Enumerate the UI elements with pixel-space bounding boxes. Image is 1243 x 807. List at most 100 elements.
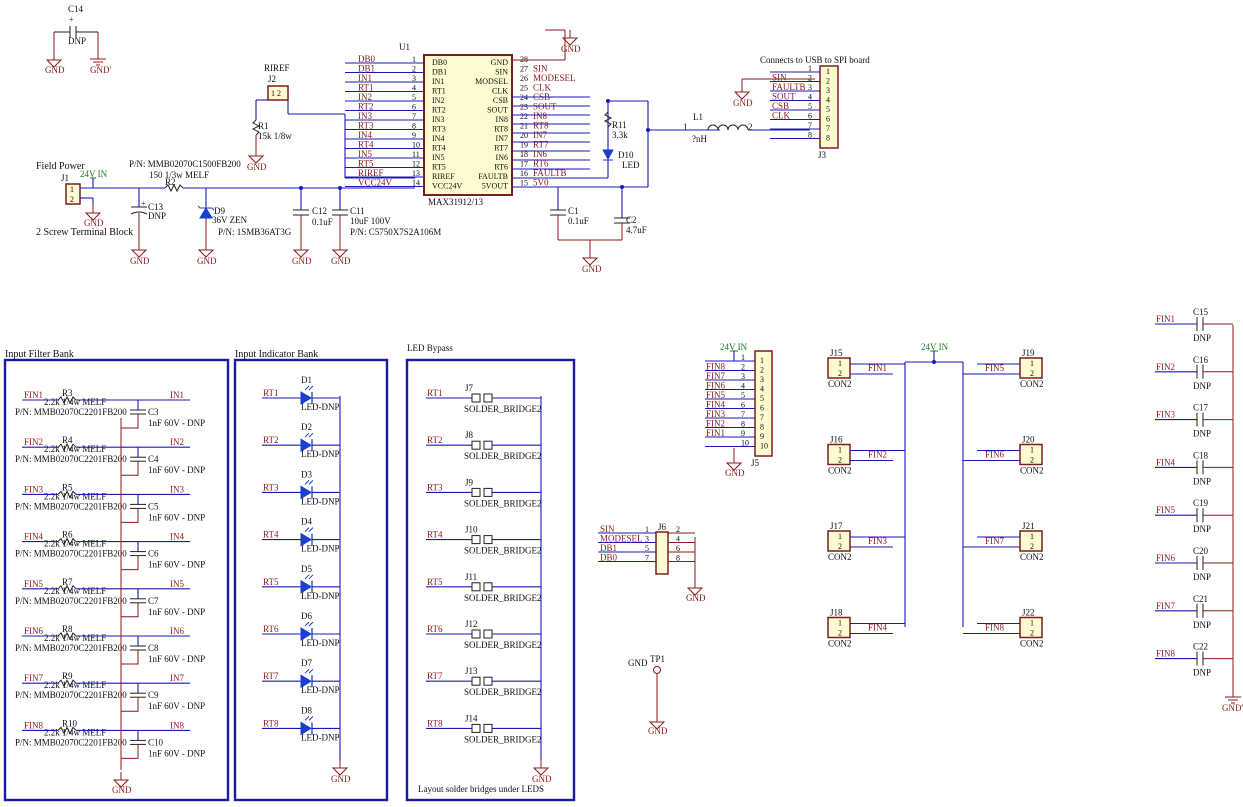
j5-pin-number: 4 (741, 382, 745, 391)
d9-group: GND D9 36V ZEN P/N: 1SMB36AT3G (197, 188, 292, 266)
r2-part-number: P/N: MMB02070C1500FB200 (129, 159, 241, 169)
j6-pin-number: 8 (676, 554, 680, 563)
net-24v-in: 24V IN (80, 169, 108, 179)
c13-group: + C13 DNP GND (130, 188, 166, 266)
u1-left-net: RT3 (358, 121, 374, 131)
cap-ref: C21 (1193, 594, 1208, 604)
j5-net: FIN1 (706, 428, 725, 438)
cap-value: DNP (1193, 524, 1211, 534)
u1-left-net: IN4 (358, 130, 372, 140)
j5-net: FIN5 (706, 390, 726, 400)
tp1-group: GND TP1 GND (628, 654, 668, 736)
con-pin: 2 (838, 369, 842, 378)
u1-left-net: RIREF (358, 168, 384, 178)
gnd-label: GND (582, 264, 602, 274)
u1-pin-number: 14 (412, 179, 420, 188)
indicator-led-ref: D8 (301, 705, 312, 715)
indicator-rt-net: RT8 (263, 718, 279, 728)
u1-pin-name: RT7 (494, 144, 508, 153)
u1-pin-name: IN8 (496, 115, 508, 124)
u1-pin-name: IN3 (432, 115, 444, 124)
cap-fin-net: FIN4 (1156, 457, 1176, 467)
u1-part: MAX31912/13 (428, 197, 484, 207)
u1-pin-name: VCC24V (432, 182, 462, 191)
u1-pin-name: MODSEL (475, 77, 508, 86)
bypass-bridge-ref: J14 (465, 713, 478, 723)
j3-pin: 6 (826, 115, 830, 124)
con-right-ref: J20 (1022, 435, 1035, 445)
filter-fin-net: FIN5 (24, 579, 44, 589)
filter-part-number: P/N: MMB02070C2201FB200 (15, 454, 127, 464)
j3-net: CLK (772, 111, 791, 121)
svg-text:1: 1 (683, 122, 688, 132)
u1-left-net: RT2 (358, 102, 373, 112)
filter-cap-ref: C3 (148, 407, 159, 417)
bypass-rt-net: RT1 (427, 388, 442, 398)
u1-left-net: RT1 (358, 83, 373, 93)
bypass-bridge-value: SOLDER_BRIDGE2 (464, 404, 542, 414)
indicator-led-ref: D7 (301, 658, 312, 668)
u1-pin-number: 19 (520, 141, 528, 150)
con-left-value: CON2 (828, 552, 852, 562)
bypass-bridge-ref: J11 (465, 572, 477, 582)
filter-resistor-value: 2.2k 1/4w MELF (44, 586, 106, 596)
indicator-led-ref: D6 (301, 611, 312, 621)
j5-ref: J5 (751, 458, 760, 468)
c14-ref: C14 (68, 4, 84, 14)
gnd-prime-label: GND' (1222, 703, 1243, 713)
u1-pin-number: 13 (412, 169, 420, 178)
indicator-rt-net: RT1 (263, 388, 278, 398)
bypass-bridge-value: SOLDER_BRIDGE2 (464, 734, 542, 744)
u1-pin-name: RT2 (432, 106, 446, 115)
filter-cap-value: 1nF 60V - DNP (148, 465, 205, 475)
filter-resistor-ref: R4 (62, 435, 73, 445)
filter-in-net: IN4 (170, 532, 184, 542)
bypass-bridge-value: SOLDER_BRIDGE2 (464, 546, 542, 556)
c12-ref: C12 (312, 206, 327, 216)
u1-pin-number: 25 (520, 84, 528, 93)
j6-pin-number: 5 (645, 544, 649, 553)
filter-resistor-value: 2.2k 1/4w MELF (44, 397, 106, 407)
filter-in-net: IN1 (170, 390, 184, 400)
cap-value: DNP (1193, 333, 1211, 343)
filter-fin-net: FIN2 (24, 437, 43, 447)
bypass-rt-net: RT8 (427, 718, 443, 728)
j6-pin-number: 7 (645, 554, 649, 563)
bypass-bridge-ref: J13 (465, 666, 478, 676)
filter-resistor-ref: R8 (62, 624, 73, 634)
filter-resistor-value: 2.2k 1/4w MELF (44, 444, 106, 454)
c14-plus: + (69, 15, 74, 24)
u1-right-net: RT8 (533, 121, 549, 131)
filter-bank-title: Input Filter Bank (5, 349, 74, 360)
filter-fin-net: FIN3 (24, 484, 44, 494)
bypass-bridge-value: SOLDER_BRIDGE2 (464, 498, 542, 508)
j1-ref: J1 (61, 173, 69, 183)
filter-cap-value: 1nF 60V - DNP (148, 560, 205, 570)
c14-value: DNP (68, 36, 86, 46)
gnd-label: GND (247, 162, 267, 172)
u1-right-net: SIN (533, 64, 548, 74)
indicator-led-value: LED-DNP (301, 544, 340, 554)
gnd-label: GND (130, 256, 150, 266)
con-pin: 2 (838, 456, 842, 465)
u1-left-net: RT4 (358, 140, 374, 150)
j5-pin: 8 (760, 423, 764, 432)
con-pin: 2 (1030, 369, 1034, 378)
svg-text:1 2: 1 2 (271, 89, 281, 98)
j5-pin: 2 (760, 366, 764, 375)
filter-cap-ref: C7 (148, 596, 159, 606)
j5-pin-number: 9 (741, 429, 745, 438)
u1-pin-name: IN4 (432, 134, 444, 143)
net-24v-in: 24V IN (720, 342, 748, 352)
filter-part-number: P/N: MMB02070C2201FB200 (15, 501, 127, 511)
indicator-led-ref: D2 (301, 422, 312, 432)
gnd-label: GND (686, 593, 706, 603)
terminal-label: 2 Screw Terminal Block (36, 227, 133, 238)
u1-right-net: IN8 (533, 111, 547, 121)
indicator-led-ref: D4 (301, 517, 312, 527)
gnd-prime-label: GND' (90, 65, 111, 75)
con-right-ref: J21 (1022, 521, 1035, 531)
u1-pin-name: IN2 (432, 96, 444, 105)
